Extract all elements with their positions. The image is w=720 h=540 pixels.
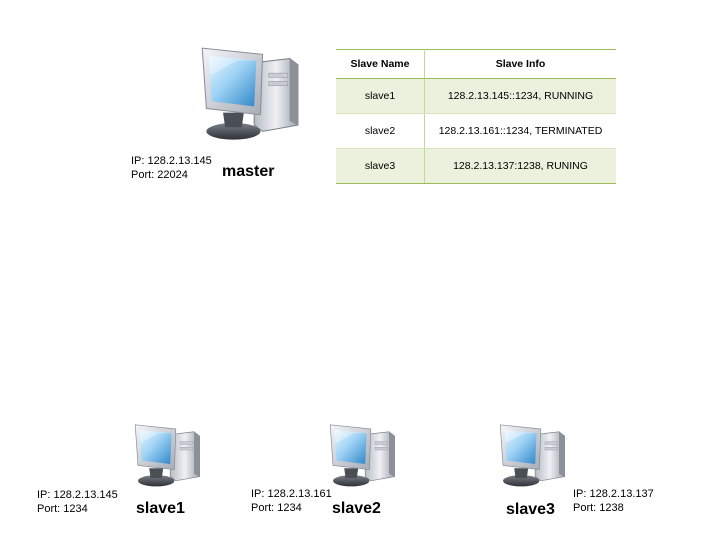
slave1-address: IP: 128.2.13.145 Port: 1234	[37, 488, 118, 516]
slave2-address: IP: 128.2.13.161 Port: 1234	[251, 487, 332, 515]
master-ip: IP: 128.2.13.145	[131, 155, 212, 167]
table-row: slave1 128.2.13.145::1234, RUNNING	[336, 78, 616, 114]
slave-name-cell: slave1	[336, 78, 425, 114]
slave-name-cell: slave3	[336, 148, 425, 184]
table-row: slave2 128.2.13.161::1234, TERMINATED	[336, 113, 616, 149]
slave2-port: Port: 1234	[251, 502, 302, 514]
master-address: IP: 128.2.13.145 Port: 22024	[131, 154, 212, 182]
slave-info-cell: 128.2.13.137:1238, RUNING	[424, 148, 616, 184]
slave-info-cell: 128.2.13.145::1234, RUNNING	[424, 78, 616, 114]
master-port: Port: 22024	[131, 169, 188, 181]
slave-name-cell: slave2	[336, 113, 425, 149]
master-label: master	[222, 163, 275, 180]
slave2-ip: IP: 128.2.13.161	[251, 488, 332, 500]
slave3-address: IP: 128.2.13.137 Port: 1238	[573, 487, 654, 515]
slave1-port: Port: 1234	[37, 503, 88, 515]
slave1-ip: IP: 128.2.13.145	[37, 489, 118, 501]
desktop-computer-icon	[196, 44, 300, 148]
header-slave-name: Slave Name	[336, 49, 425, 79]
slave3-port: Port: 1238	[573, 502, 624, 514]
desktop-computer-icon	[131, 422, 201, 492]
slave3-label: slave3	[506, 501, 555, 518]
slave-info-cell: 128.2.13.161::1234, TERMINATED	[424, 113, 616, 149]
slave3-ip: IP: 128.2.13.137	[573, 488, 654, 500]
table-header-row: Slave Name Slave Info	[336, 49, 616, 79]
slave1-label: slave1	[136, 500, 185, 517]
table-row: slave3 128.2.13.137:1238, RUNING	[336, 148, 616, 184]
desktop-computer-icon	[326, 422, 396, 492]
desktop-computer-icon	[496, 422, 566, 492]
header-slave-info: Slave Info	[424, 49, 616, 79]
slave2-label: slave2	[332, 500, 381, 517]
slave-table: Slave Name Slave Info slave1 128.2.13.14…	[336, 49, 616, 184]
